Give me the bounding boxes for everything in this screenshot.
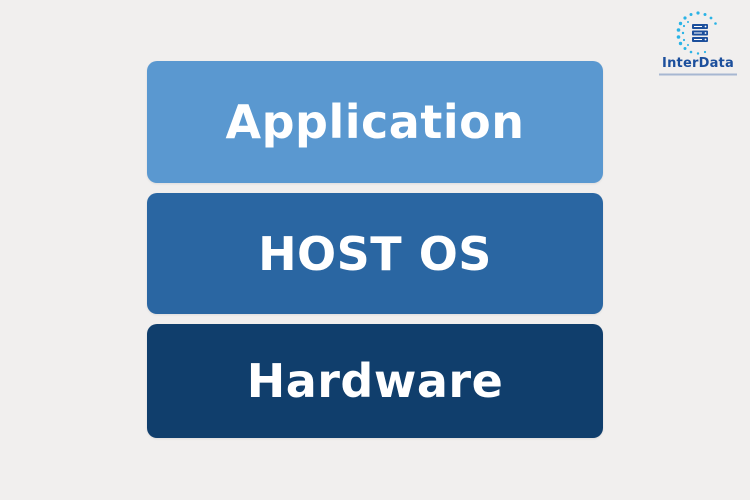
logo-tagline-decoration	[659, 73, 737, 76]
server-rack-icon	[676, 11, 717, 55]
layer-host-os: HOST OS	[147, 193, 603, 314]
layer-application: Application	[147, 61, 603, 183]
interdata-logo: InterData	[655, 10, 741, 76]
layer-hardware: Hardware	[147, 324, 603, 438]
logo-wordmark: InterData	[662, 56, 734, 71]
